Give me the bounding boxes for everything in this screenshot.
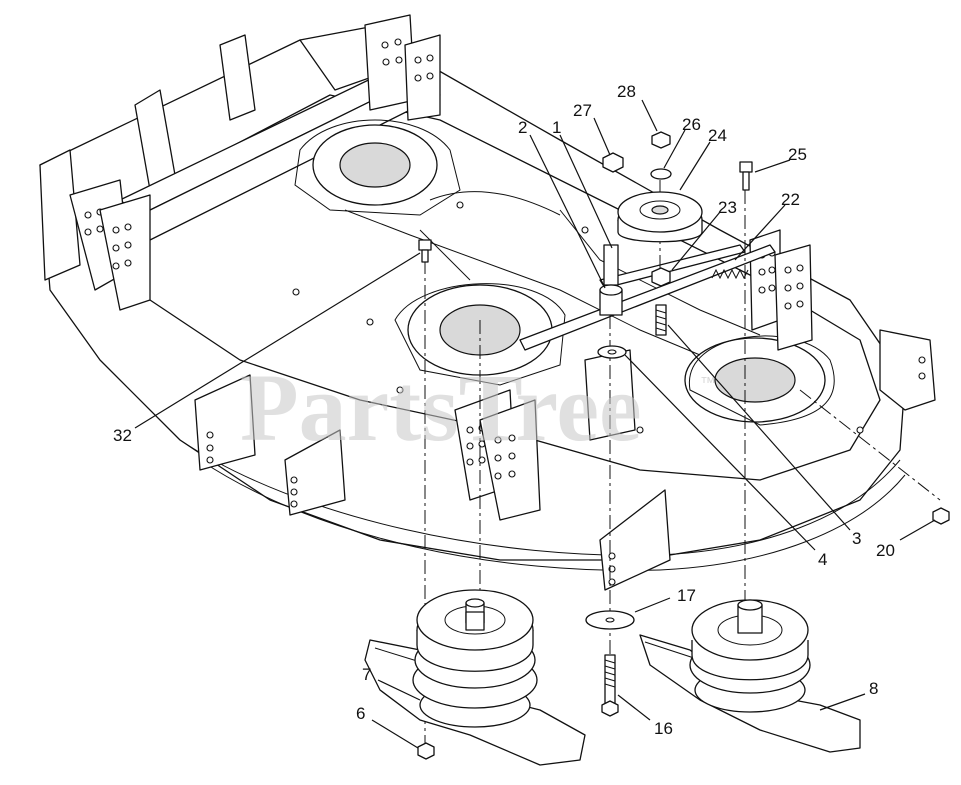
- watermark-text: PartsTree: [240, 354, 642, 461]
- center-hardware: [585, 610, 635, 717]
- leader-lines: [134, 99, 936, 749]
- mower-deck: [39, 14, 906, 571]
- callout-22: 22: [781, 190, 800, 209]
- callout-1: 1: [552, 118, 561, 137]
- callout-3: 3: [852, 529, 861, 548]
- callout-25: 25: [788, 145, 807, 164]
- callout-labels: 2 1 27 28 26 24 23 22 25 3 4 20 32 17 16…: [113, 82, 895, 738]
- watermark-trademark: ™: [700, 375, 716, 392]
- callout-16: 16: [654, 719, 673, 738]
- callout-28: 28: [617, 82, 636, 101]
- callout-24: 24: [708, 126, 727, 145]
- callout-27: 27: [573, 101, 592, 120]
- watermark: PartsTree ™: [240, 354, 716, 461]
- callout-8: 8: [869, 679, 878, 698]
- callout-32: 32: [113, 426, 132, 445]
- callout-26: 26: [682, 115, 701, 134]
- idler-pulley: [617, 191, 703, 243]
- left-spindle-assembly: [364, 589, 586, 766]
- callout-20: 20: [876, 541, 895, 560]
- callout-4: 4: [818, 550, 827, 569]
- callout-2: 2: [518, 118, 527, 137]
- upper-hardware: [418, 131, 753, 359]
- front-brackets: [194, 229, 936, 591]
- right-spindle-assembly: [639, 507, 950, 753]
- callout-17: 17: [677, 586, 696, 605]
- callout-6: 6: [356, 704, 365, 723]
- callout-23: 23: [718, 198, 737, 217]
- callout-7: 7: [362, 665, 371, 684]
